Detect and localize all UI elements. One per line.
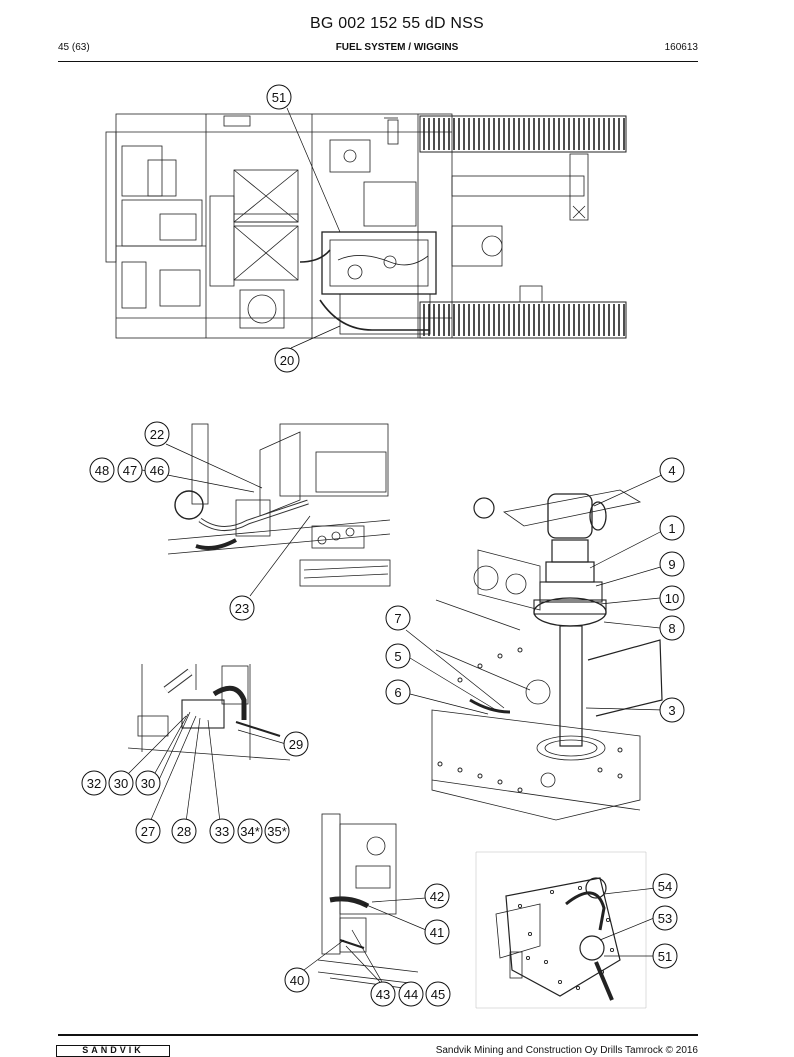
svg-text:6: 6: [394, 685, 401, 700]
svg-text:51: 51: [658, 949, 672, 964]
svg-text:32: 32: [87, 776, 101, 791]
svg-text:41: 41: [430, 925, 444, 940]
callout-28: 28: [171, 818, 197, 844]
svg-text:28: 28: [177, 824, 191, 839]
callout-54: 54: [652, 873, 678, 899]
copyright-text: Sandvik Mining and Construction Oy Drill…: [435, 1045, 698, 1056]
svg-text:8: 8: [668, 621, 675, 636]
svg-text:1: 1: [668, 521, 675, 536]
callout-51-top: 51: [266, 84, 292, 110]
detail-filler-area: [167, 423, 391, 587]
machine-top-view: [105, 113, 627, 339]
callout-45: 45: [425, 981, 451, 1007]
callout-4: 4: [659, 457, 685, 483]
callout-43: 43: [370, 981, 396, 1007]
svg-text:46: 46: [150, 463, 164, 478]
leader-lines: [119, 107, 665, 983]
callout-46: 46: [144, 457, 170, 483]
detail-valve-area: [317, 813, 419, 991]
svg-text:29: 29: [289, 737, 303, 752]
callout-42: 42: [424, 883, 450, 909]
svg-text:43: 43: [376, 987, 390, 1002]
svg-text:42: 42: [430, 889, 444, 904]
callout-9: 9: [659, 551, 685, 577]
callouts: 51 20 22 48 47 46 23 4 1 9 10 8 7 5 6 3 …: [81, 84, 685, 1007]
callout-7: 7: [385, 605, 411, 631]
detail-tank-cover: [475, 851, 647, 1009]
callout-5: 5: [385, 643, 411, 669]
svg-text:3: 3: [668, 703, 675, 718]
callout-10: 10: [659, 585, 685, 611]
svg-text:4: 4: [668, 463, 675, 478]
svg-text:51: 51: [272, 90, 286, 105]
callout-41: 41: [424, 919, 450, 945]
callout-30-a: 30: [108, 770, 134, 796]
svg-text:54: 54: [658, 879, 672, 894]
svg-text:47: 47: [123, 463, 137, 478]
svg-text:30: 30: [114, 776, 128, 791]
callout-53: 53: [652, 905, 678, 931]
svg-text:27: 27: [141, 824, 155, 839]
header-rule: [58, 61, 698, 62]
svg-text:35*: 35*: [267, 824, 287, 839]
svg-text:5: 5: [394, 649, 401, 664]
svg-text:53: 53: [658, 911, 672, 926]
callout-35: 35*: [264, 818, 290, 844]
svg-text:44: 44: [404, 987, 418, 1002]
callout-30-b: 30: [135, 770, 161, 796]
callout-51-bottom: 51: [652, 943, 678, 969]
svg-text:48: 48: [95, 463, 109, 478]
callout-32: 32: [81, 770, 107, 796]
svg-text:30: 30: [141, 776, 155, 791]
document-number: BG 002 152 55 dD NSS: [310, 15, 484, 32]
callout-48: 48: [89, 457, 115, 483]
callout-1: 1: [659, 515, 685, 541]
callout-40: 40: [284, 967, 310, 993]
detail-hose-elbow: [127, 664, 291, 761]
revision-date: 160613: [664, 42, 698, 53]
callout-33: 33: [209, 818, 235, 844]
detail-tank-connection: [431, 489, 663, 821]
svg-text:40: 40: [290, 973, 304, 988]
callout-29: 29: [283, 731, 309, 757]
callout-23: 23: [229, 595, 255, 621]
callout-47: 47: [117, 457, 143, 483]
section-title: FUEL SYSTEM / WIGGINS: [335, 42, 459, 53]
svg-text:33: 33: [215, 824, 229, 839]
sandvik-logo: SANDVIK: [56, 1045, 170, 1057]
callout-44: 44: [398, 981, 424, 1007]
callout-27: 27: [135, 818, 161, 844]
callout-20: 20: [274, 347, 300, 373]
footer-rule: [58, 1034, 698, 1036]
svg-text:7: 7: [394, 611, 401, 626]
svg-text:45: 45: [431, 987, 445, 1002]
svg-text:10: 10: [665, 591, 679, 606]
svg-text:23: 23: [235, 601, 249, 616]
callout-22: 22: [144, 421, 170, 447]
svg-text:20: 20: [280, 353, 294, 368]
callout-8: 8: [659, 615, 685, 641]
svg-text:9: 9: [668, 557, 675, 572]
callout-6: 6: [385, 679, 411, 705]
page-number: 45 (63): [58, 42, 90, 53]
callout-34: 34*: [237, 818, 263, 844]
svg-text:34*: 34*: [240, 824, 260, 839]
callout-3: 3: [659, 697, 685, 723]
svg-text:22: 22: [150, 427, 164, 442]
